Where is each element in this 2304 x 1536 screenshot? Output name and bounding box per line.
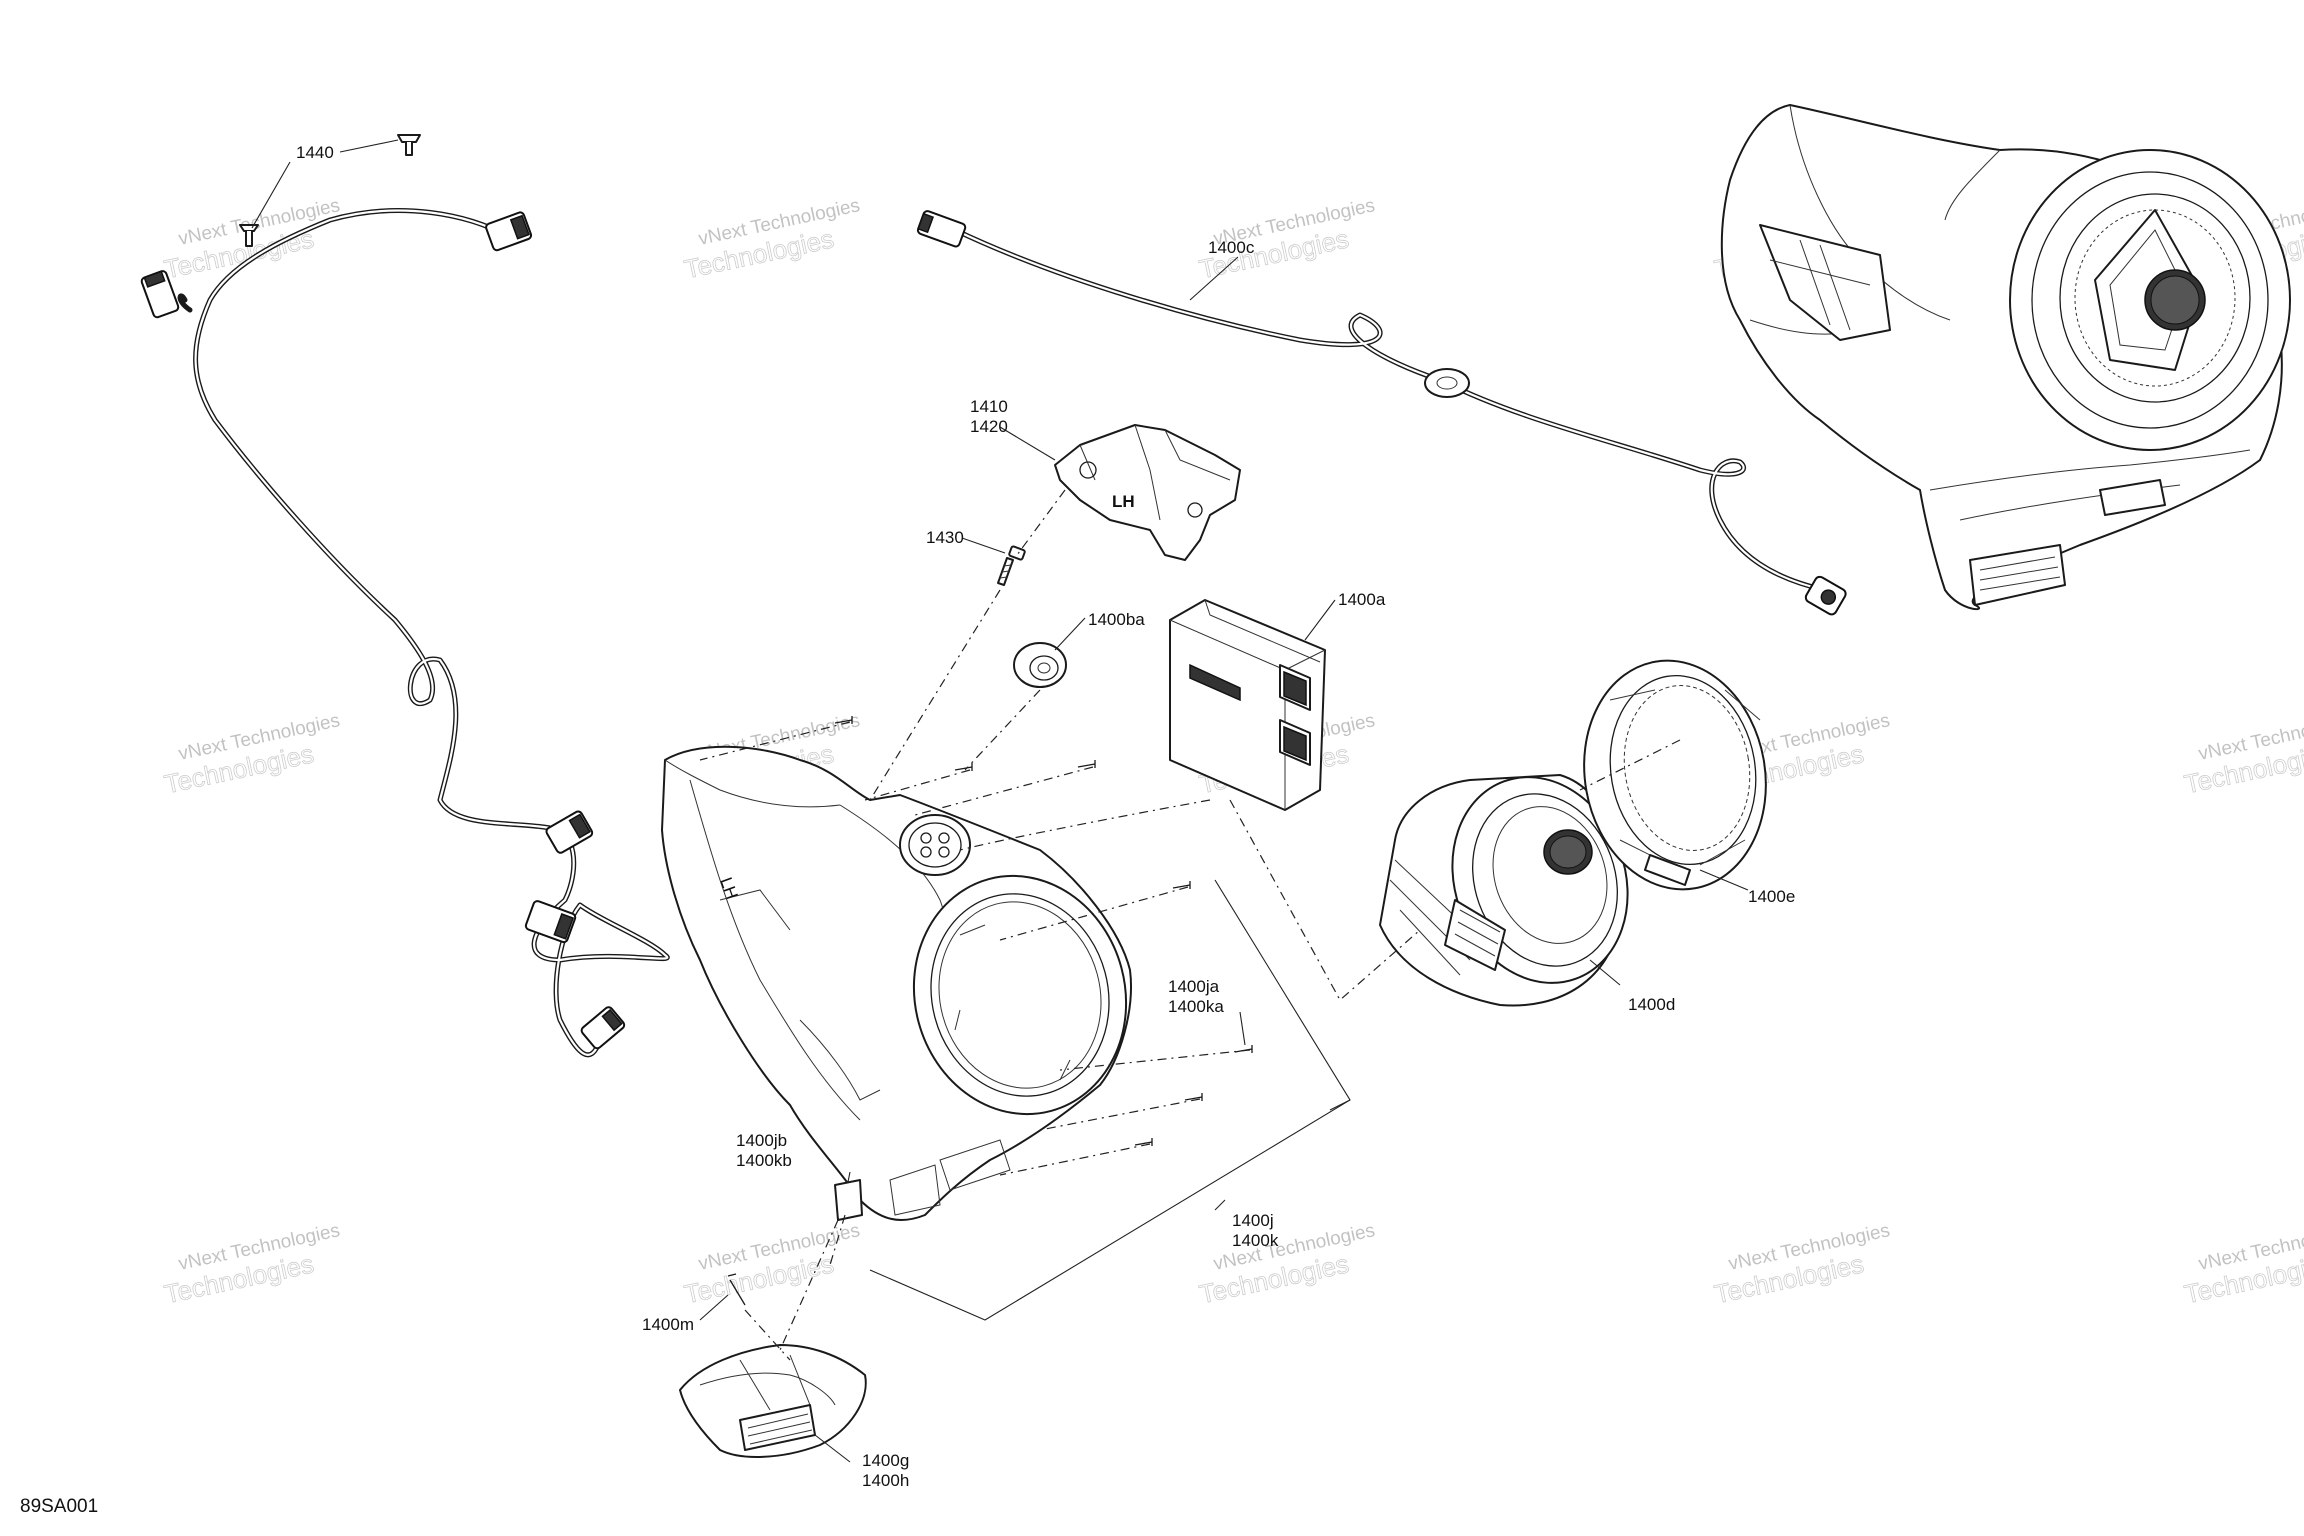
assembled-speaker-pod [1720, 104, 2291, 611]
callout-labels: 1440 1400c 1410 1420 1430 1400ba 1400a 1… [296, 143, 1795, 1490]
watermark: vNext Technologies Technologies [1196, 1220, 1377, 1310]
bracket-lh-marking: LH [1112, 492, 1135, 511]
watermark: vNext Technologies Technologies [161, 710, 342, 800]
speaker-1400d [1379, 774, 1629, 1007]
callout-1400c: 1400c [1208, 238, 1255, 257]
callout-1400ba: 1400ba [1088, 610, 1145, 629]
callout-1420: 1420 [970, 417, 1008, 436]
clip-1440 [239, 134, 421, 247]
cable-1400c [916, 210, 1847, 616]
cable-grommet [1424, 368, 1470, 398]
callout-1400jb: 1400jb [736, 1131, 787, 1150]
callout-1400k: 1400k [1232, 1231, 1279, 1250]
harness-connector-low [524, 900, 577, 944]
lh-speaker-housing: LH [661, 745, 1132, 1221]
watermark: vNext Technologies Technologies [1711, 1220, 1892, 1310]
leader-lines [251, 139, 1749, 1463]
callout-1400g: 1400g [862, 1451, 909, 1470]
left-wiring-harness [140, 208, 670, 1058]
callout-1400kb: 1400kb [736, 1151, 792, 1170]
harness-connector-mid [545, 810, 594, 854]
callout-1430: 1430 [926, 528, 964, 547]
watermark: vNext Technologies Technologies [161, 1220, 342, 1310]
watermark: vNext Technologies Technologies [681, 195, 862, 285]
screw-1430 [997, 545, 1026, 586]
callout-1400ja: 1400ja [1168, 977, 1220, 996]
callout-1400j: 1400j [1232, 1211, 1274, 1230]
callout-1410: 1410 [970, 397, 1008, 416]
harness-connector-end [580, 1006, 626, 1050]
watermark: vNext Technologies Technologies [2181, 710, 2304, 800]
callout-1400a: 1400a [1338, 590, 1386, 609]
callout-1400m: 1400m [642, 1315, 694, 1334]
callout-1400e: 1400e [1748, 887, 1795, 906]
watermark: vNext Technologies Technologies [2181, 1220, 2304, 1310]
callout-1400d: 1400d [1628, 995, 1675, 1014]
amplifier-1400a [1169, 599, 1326, 811]
callout-1400h: 1400h [862, 1471, 909, 1490]
grommet-1400ba [1013, 642, 1067, 688]
assembly-lines [699, 489, 1681, 1361]
cable-1400c-connector-top [916, 210, 967, 248]
housing-screws [834, 716, 1253, 1146]
bracket-1410-1420: LH [1054, 424, 1241, 561]
cable-1400c-connector-end [1804, 575, 1847, 616]
figure-id: 89SA001 [20, 1496, 98, 1517]
pin-1400m [727, 1273, 746, 1306]
grille-ring-1400e [1583, 659, 1767, 891]
pad-1400jb [834, 1179, 863, 1221]
harness-connector-top [485, 211, 533, 252]
vent-1400g [679, 1344, 867, 1458]
callout-1440: 1440 [296, 143, 334, 162]
callout-1400ka: 1400ka [1168, 997, 1224, 1016]
watermark: vNext Technologies Technologies [681, 1220, 862, 1310]
harness-connector-left [140, 270, 180, 319]
